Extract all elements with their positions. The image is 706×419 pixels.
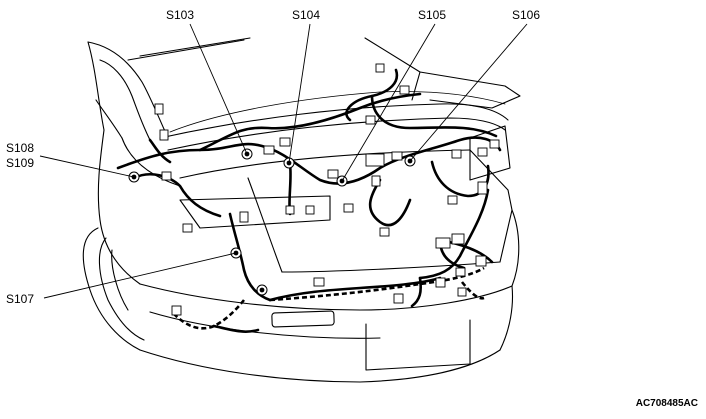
label-s108: S108 [6,141,34,155]
connector [379,227,390,237]
label-s105: S105 [418,8,446,22]
label-s104: S104 [292,8,320,22]
connector [457,287,467,297]
connector [154,103,164,115]
connector [435,277,446,288]
connector [343,203,354,213]
connector [399,85,410,95]
connector [451,149,462,159]
connector [365,115,376,125]
connector [285,205,295,215]
label-s106: S106 [512,8,540,22]
connector [313,277,325,287]
label-s109: S109 [6,156,34,170]
connector [365,153,385,167]
splice-marker-s107b [256,284,268,296]
connector [371,175,381,187]
splice-labels: S103 S104 S105 S106 S107 S108 S109 [6,8,540,306]
connector [279,137,291,147]
reference-code: AC708485AC [636,398,698,409]
connector [327,169,339,179]
connector [171,305,182,316]
connector [475,255,487,267]
wiring-harness [116,68,502,333]
connector [375,63,385,73]
splice-points [128,148,416,296]
connector [239,211,249,223]
connector [447,195,458,205]
connector [161,171,172,181]
connector [305,205,315,215]
connector [455,267,466,277]
connector [263,145,275,155]
connector [159,129,169,141]
label-s103: S103 [166,8,194,22]
leader-lines [39,23,528,299]
connector [391,151,403,161]
connector [477,147,488,157]
connector [489,139,500,149]
connector [477,181,488,195]
connector [451,233,465,245]
label-s107: S107 [6,292,34,306]
connector [435,237,451,249]
car-body-outline [82,37,521,383]
connector [393,293,404,304]
connectors [154,63,500,316]
connector [182,223,193,233]
